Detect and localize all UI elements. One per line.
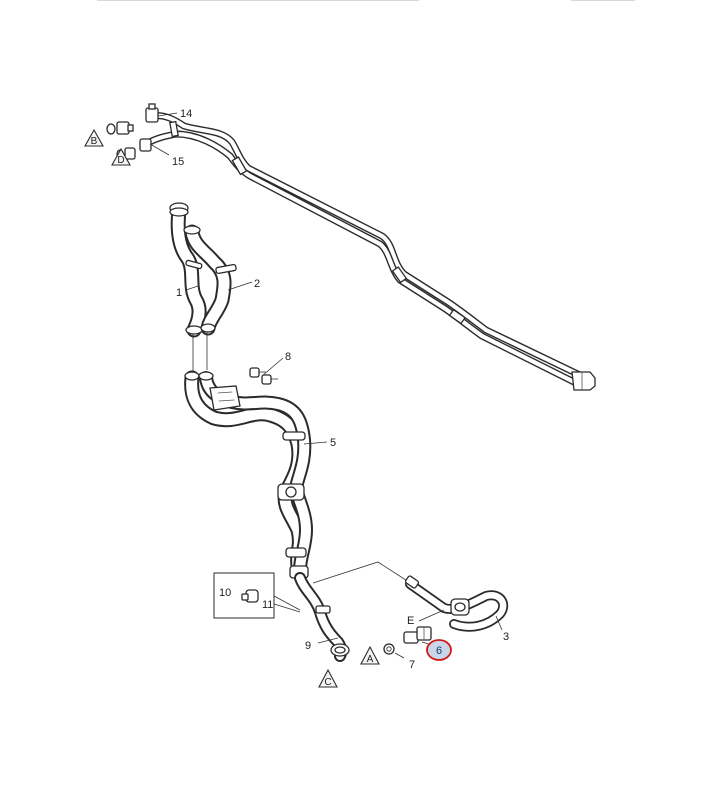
callout-1: 1	[176, 287, 182, 299]
marker-c-label: C	[324, 677, 331, 688]
callout-11: 11	[262, 599, 273, 611]
callout-8: 8	[285, 351, 291, 363]
marker-a: A	[360, 645, 380, 665]
callout-14: 14	[180, 108, 192, 120]
highlight-ring	[426, 639, 452, 661]
callout-e: E	[407, 615, 414, 627]
bolts-8	[249, 367, 278, 385]
hose-9	[294, 572, 350, 662]
marker-a-label: A	[367, 654, 374, 665]
seal-7	[383, 643, 395, 655]
callout-15: 15	[172, 156, 184, 168]
callout-6-highlight[interactable]: 6	[426, 639, 452, 661]
detail-box-10-11	[213, 572, 301, 619]
marker-b-label: B	[91, 136, 98, 147]
u-hose-3	[404, 575, 509, 632]
callout-9: 9	[305, 640, 311, 652]
callout-5: 5	[330, 437, 336, 449]
marker-d-label: D	[117, 155, 124, 166]
hose-pair-1-2	[169, 202, 237, 338]
marker-d: D	[111, 147, 131, 166]
marker-b: B	[84, 128, 104, 147]
top-rule-right	[571, 0, 635, 1]
callout-7: 7	[409, 659, 415, 671]
leader-lines	[149, 112, 503, 659]
callout-2: 2	[254, 278, 260, 290]
hose-assembly-5	[184, 370, 313, 579]
marker-c: C	[318, 668, 338, 688]
callout-3: 3	[503, 631, 509, 643]
connector-6	[403, 626, 432, 644]
callout-6: 6	[436, 645, 442, 657]
callout-10: 10	[219, 587, 231, 599]
top-rule-left	[97, 0, 419, 1]
upper-left-fittings	[106, 121, 136, 160]
long-pipe-assembly	[139, 103, 596, 391]
